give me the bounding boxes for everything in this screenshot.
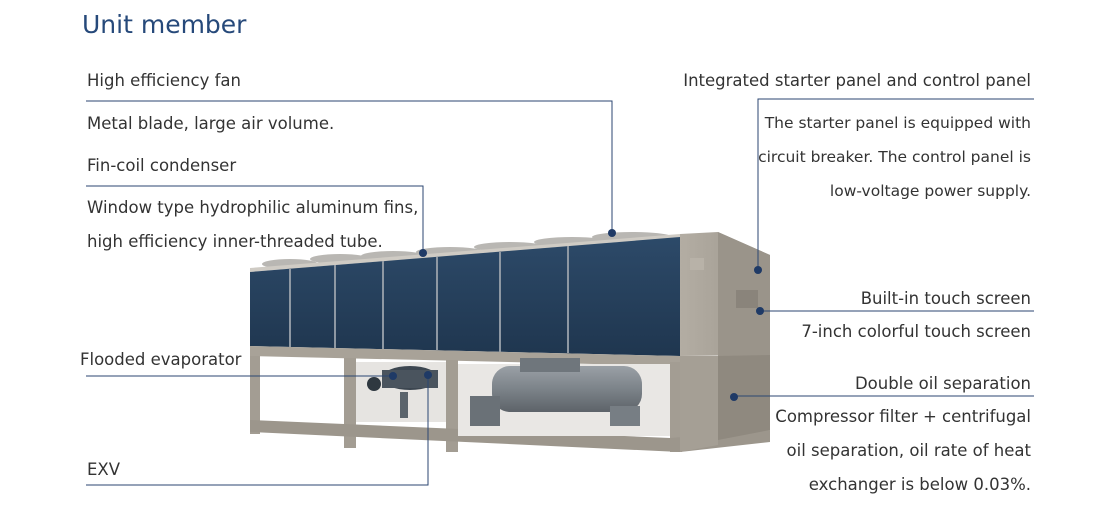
- oil-separation-description-line-1: Compressor filter + centrifugal: [775, 407, 1031, 426]
- fan-heading: High efficiency fan: [87, 71, 241, 90]
- panel-description-line-3: low-voltage power supply.: [829, 182, 1031, 200]
- touch-screen-heading: Built-in touch screen: [860, 289, 1031, 308]
- panel-marker-dot: [754, 266, 762, 274]
- panel-description-line-1: The starter panel is equipped with: [764, 114, 1031, 132]
- evaporator-marker-dot: [389, 372, 397, 380]
- oil-separation-heading: Double oil separation: [854, 374, 1031, 393]
- oil-separation-description-line-2: oil separation, oil rate of heat: [786, 441, 1031, 460]
- condenser-description-line-1: Window type hydrophilic aluminum fins,: [87, 198, 419, 217]
- panel-description-line-2: circuit breaker. The control panel is: [758, 148, 1031, 166]
- exv-marker-dot: [424, 371, 432, 379]
- condenser-marker-dot: [419, 249, 427, 257]
- condenser-heading: Fin-coil condenser: [87, 156, 237, 175]
- fan-description: Metal blade, large air volume.: [87, 114, 335, 133]
- exv-heading: EXV: [87, 460, 121, 479]
- oil-marker-dot: [730, 393, 738, 401]
- page-title: Unit member: [82, 10, 247, 39]
- panel-heading: Integrated starter panel and control pan…: [683, 71, 1031, 90]
- evaporator-heading: Flooded evaporator: [80, 350, 242, 369]
- fan-marker-dot: [608, 229, 616, 237]
- compressor-assembly: [458, 358, 670, 436]
- touch-marker-dot: [756, 307, 764, 315]
- oil-separation-description-line-3: exchanger is below 0.03%.: [808, 475, 1031, 494]
- condenser-description-line-2: high efficiency inner-threaded tube.: [87, 232, 383, 251]
- condenser-coils: [250, 237, 680, 356]
- touch-screen-description: 7-inch colorful touch screen: [801, 322, 1031, 341]
